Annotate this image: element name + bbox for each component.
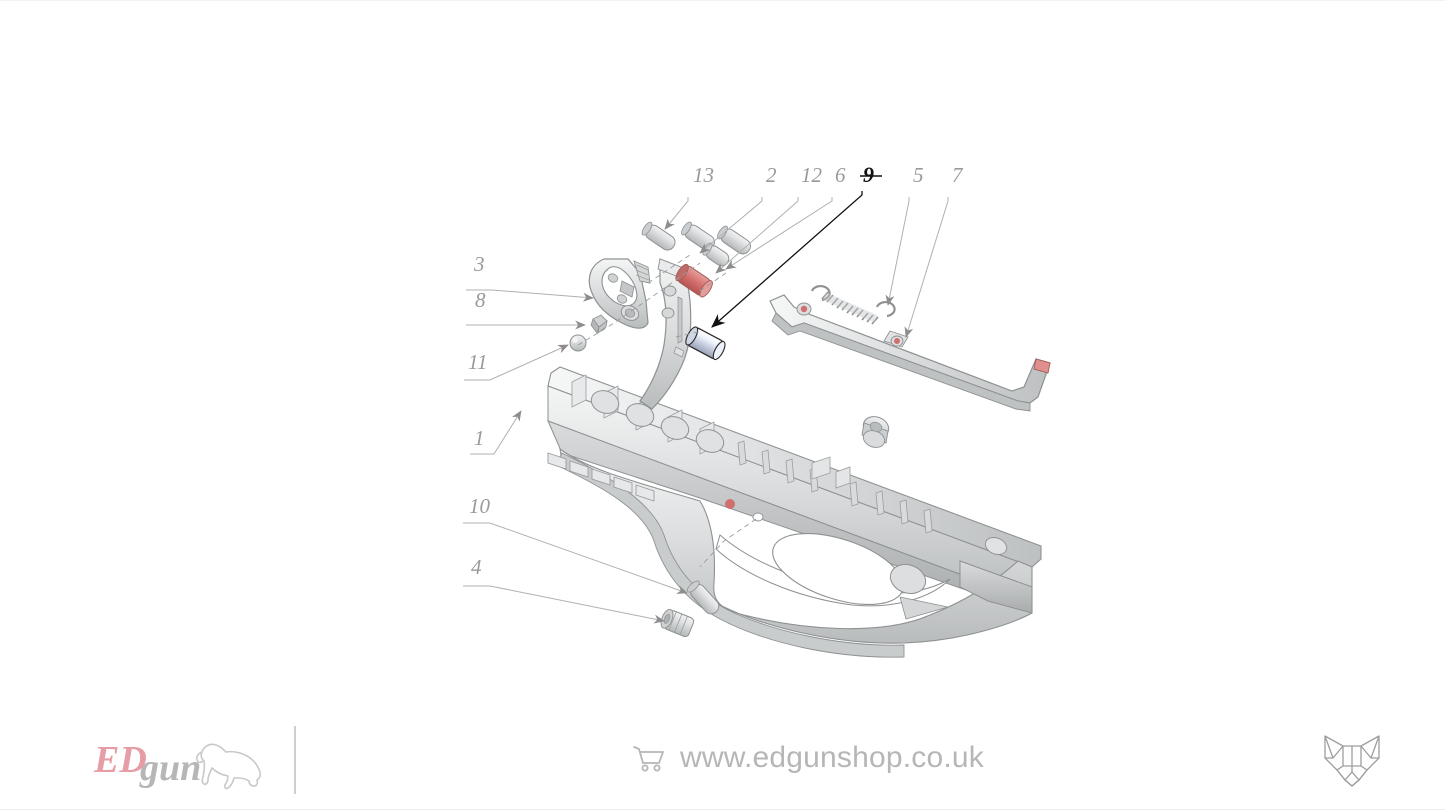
part-tension-spring (810, 285, 896, 325)
edgun-brand-logo: ED gun (92, 730, 267, 792)
upper-boss (861, 416, 890, 448)
part-pivot-pin-highlighted (685, 326, 726, 361)
callout-12[interactable]: 12 (715, 163, 823, 274)
callout-10-label: 10 (469, 494, 491, 518)
edgun-logo-svg: ED gun (93, 739, 262, 790)
diagram-canvas: 13 2 12 6 (463, 162, 1051, 658)
callout-4[interactable]: 4 (463, 555, 665, 624)
page-footer: ED gun www.edgunshop.co.uk (0, 714, 1445, 809)
part-ball-bearing (569, 334, 587, 352)
wolf-head-svg (1324, 735, 1380, 787)
part-receiver-frame (547, 366, 1042, 658)
shopping-cart-icon (633, 746, 664, 772)
callout-layer: 13 2 12 6 (463, 162, 964, 624)
callout-8-label: 8 (475, 288, 486, 312)
dog-silhouette-icon (196, 743, 262, 790)
callout-3[interactable]: 3 (466, 252, 594, 302)
exploded-diagram: 13 2 12 6 (0, 1, 1445, 716)
brand-text-gun: gun (139, 747, 201, 789)
callout-9-label: 9 (863, 162, 874, 187)
assembly-axes (577, 254, 757, 568)
callout-8[interactable]: 8 (466, 288, 586, 330)
part-adjuster-rod (686, 580, 720, 615)
callout-6[interactable]: 6 (725, 163, 846, 270)
locator-dot (725, 499, 735, 509)
part-adjuster-knob (660, 608, 695, 638)
wolf-head-icon (1321, 732, 1383, 790)
callout-10[interactable]: 10 (463, 494, 688, 594)
callout-13-label: 13 (693, 163, 714, 187)
callout-2[interactable]: 2 (699, 163, 777, 254)
callout-1-label: 1 (474, 426, 485, 450)
callout-5-label: 5 (913, 163, 924, 187)
callout-11[interactable]: 11 (464, 344, 569, 381)
brand-text-ed: ED (93, 739, 147, 781)
callout-12-label: 12 (801, 163, 823, 187)
callout-4-label: 4 (471, 555, 482, 579)
site-url-text: www.edgunshop.co.uk (680, 741, 984, 774)
callout-6-label: 6 (835, 163, 846, 187)
callout-11-label: 11 (468, 350, 487, 374)
callout-1[interactable]: 1 (470, 410, 522, 455)
callout-7-label: 7 (952, 163, 964, 187)
callout-7[interactable]: 7 (904, 163, 964, 338)
callout-2-label: 2 (766, 163, 777, 187)
callout-3-label: 3 (473, 252, 485, 276)
part-sear-bar-lever (769, 294, 1051, 412)
site-url-link[interactable]: www.edgunshop.co.uk (632, 732, 984, 784)
part-set-screw-cube (590, 314, 608, 334)
callout-9[interactable]: 9 (711, 162, 882, 328)
callout-5[interactable]: 5 (885, 163, 924, 306)
part-pin-long-top (641, 221, 676, 251)
callout-13[interactable]: 13 (664, 163, 714, 230)
footer-divider (294, 726, 296, 794)
